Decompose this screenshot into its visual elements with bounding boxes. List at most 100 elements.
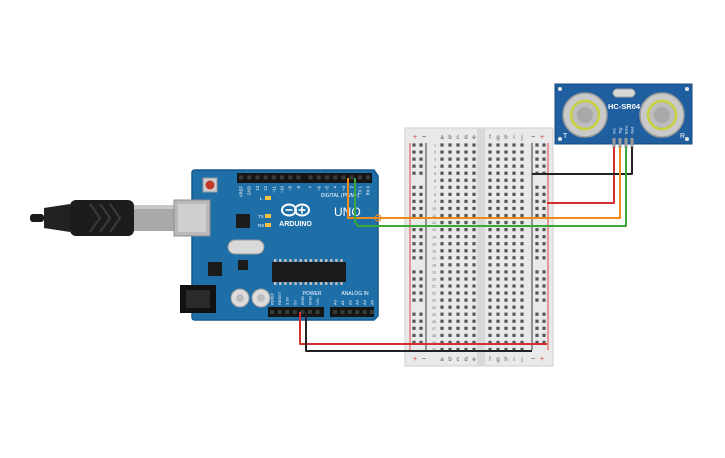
breadboard-rail-hole[interactable] — [412, 340, 416, 344]
breadboard-hole[interactable] — [464, 291, 468, 295]
breadboard-hole[interactable] — [440, 178, 444, 182]
digital-pin-hole[interactable] — [349, 175, 354, 180]
breadboard-hole[interactable] — [464, 220, 468, 225]
breadboard-hole[interactable] — [440, 242, 444, 246]
breadboard-hole[interactable] — [504, 242, 508, 246]
breadboard-hole[interactable] — [504, 206, 508, 211]
breadboard-hole[interactable] — [504, 347, 508, 352]
breadboard-hole[interactable] — [472, 157, 476, 161]
breadboard-hole[interactable] — [504, 213, 508, 218]
breadboard-rail-hole[interactable] — [542, 242, 546, 246]
breadboard-hole[interactable] — [440, 326, 444, 330]
breadboard-hole[interactable] — [496, 298, 500, 302]
breadboard-rail-hole[interactable] — [419, 235, 423, 239]
breadboard-rail-hole[interactable] — [412, 270, 416, 274]
breadboard-rail-hole[interactable] — [412, 291, 416, 295]
breadboard-hole[interactable] — [448, 298, 452, 302]
breadboard-hole[interactable] — [464, 270, 468, 274]
breadboard-rail-hole[interactable] — [542, 228, 546, 232]
breadboard-hole[interactable] — [464, 164, 468, 168]
breadboard-hole[interactable] — [520, 213, 524, 218]
breadboard-hole[interactable] — [504, 319, 508, 323]
breadboard-rail-hole[interactable] — [542, 270, 546, 274]
breadboard-hole[interactable] — [488, 326, 492, 330]
breadboard-hole[interactable] — [448, 199, 452, 203]
breadboard-rail-hole[interactable] — [535, 143, 539, 147]
breadboard-hole[interactable] — [448, 340, 452, 344]
breadboard-rail-hole[interactable] — [419, 249, 423, 253]
breadboard-rail-hole[interactable] — [535, 270, 539, 274]
analog-pin-hole[interactable] — [333, 310, 337, 314]
breadboard-hole[interactable] — [464, 263, 468, 267]
breadboard-hole[interactable] — [520, 185, 524, 189]
breadboard-hole[interactable] — [440, 333, 444, 337]
breadboard-hole[interactable] — [464, 199, 468, 203]
breadboard-hole[interactable] — [464, 333, 468, 337]
breadboard-rail-hole[interactable] — [419, 157, 423, 161]
analog-pin-hole[interactable] — [370, 310, 374, 314]
breadboard-hole[interactable] — [504, 199, 508, 203]
breadboard-hole[interactable] — [512, 143, 516, 147]
breadboard-hole[interactable] — [440, 312, 444, 316]
breadboard-rail-hole[interactable] — [419, 192, 423, 196]
breadboard-hole[interactable] — [440, 270, 444, 274]
breadboard-hole[interactable] — [472, 298, 476, 302]
breadboard-rail-hole[interactable] — [535, 256, 539, 260]
breadboard-hole[interactable] — [464, 340, 468, 344]
power-pin-hole[interactable] — [315, 310, 320, 314]
breadboard-rail-hole[interactable] — [535, 192, 539, 196]
breadboard-hole[interactable] — [488, 213, 492, 218]
breadboard-hole[interactable] — [456, 305, 460, 309]
breadboard-hole[interactable] — [496, 305, 500, 309]
breadboard-hole[interactable] — [448, 270, 452, 274]
breadboard-hole[interactable] — [520, 171, 524, 175]
breadboard-rail-hole[interactable] — [535, 213, 539, 218]
breadboard-hole[interactable] — [504, 256, 508, 260]
breadboard-hole[interactable] — [472, 213, 476, 218]
breadboard-hole[interactable] — [504, 298, 508, 302]
breadboard-rail-hole[interactable] — [542, 206, 546, 211]
power-pin-hole[interactable] — [300, 310, 305, 314]
breadboard-rail-hole[interactable] — [419, 150, 423, 154]
breadboard-hole[interactable] — [496, 312, 500, 316]
breadboard-rail-hole[interactable] — [542, 277, 546, 281]
breadboard-hole[interactable] — [520, 206, 524, 211]
breadboard-hole[interactable] — [488, 185, 492, 189]
breadboard-hole[interactable] — [512, 256, 516, 260]
breadboard-hole[interactable] — [464, 157, 468, 161]
breadboard-hole[interactable] — [448, 157, 452, 161]
breadboard-hole[interactable] — [440, 291, 444, 295]
breadboard-hole[interactable] — [440, 347, 444, 352]
breadboard-hole[interactable] — [448, 178, 452, 182]
breadboard-hole[interactable] — [448, 220, 452, 225]
breadboard-rail-hole[interactable] — [419, 185, 423, 189]
breadboard-hole[interactable] — [504, 284, 508, 288]
breadboard-hole[interactable] — [472, 326, 476, 330]
breadboard-hole[interactable] — [448, 206, 452, 211]
breadboard-rail-hole[interactable] — [542, 312, 546, 316]
analog-pin-hole[interactable] — [355, 310, 360, 314]
breadboard-hole[interactable] — [512, 333, 516, 337]
breadboard-hole[interactable] — [464, 213, 468, 218]
breadboard-hole[interactable] — [520, 228, 524, 232]
breadboard-hole[interactable] — [496, 235, 500, 239]
breadboard-hole[interactable] — [520, 305, 524, 309]
breadboard-hole[interactable] — [440, 143, 444, 147]
breadboard-hole[interactable] — [496, 277, 500, 281]
breadboard-hole[interactable] — [448, 249, 452, 253]
digital-pin-hole[interactable] — [239, 175, 243, 180]
breadboard-hole[interactable] — [464, 171, 468, 175]
digital-pin-hole[interactable] — [308, 175, 313, 180]
power-pin-hole[interactable] — [292, 310, 297, 314]
breadboard-hole[interactable] — [464, 249, 468, 253]
breadboard-hole[interactable] — [472, 291, 476, 295]
breadboard-hole[interactable] — [488, 333, 492, 337]
breadboard-hole[interactable] — [448, 171, 452, 175]
breadboard-hole[interactable] — [472, 277, 476, 281]
breadboard-hole[interactable] — [496, 157, 500, 161]
breadboard-hole[interactable] — [512, 347, 516, 352]
breadboard-rail-hole[interactable] — [542, 235, 546, 239]
breadboard-rail-hole[interactable] — [419, 326, 423, 330]
breadboard-rail-hole[interactable] — [419, 298, 423, 302]
breadboard-hole[interactable] — [448, 235, 452, 239]
